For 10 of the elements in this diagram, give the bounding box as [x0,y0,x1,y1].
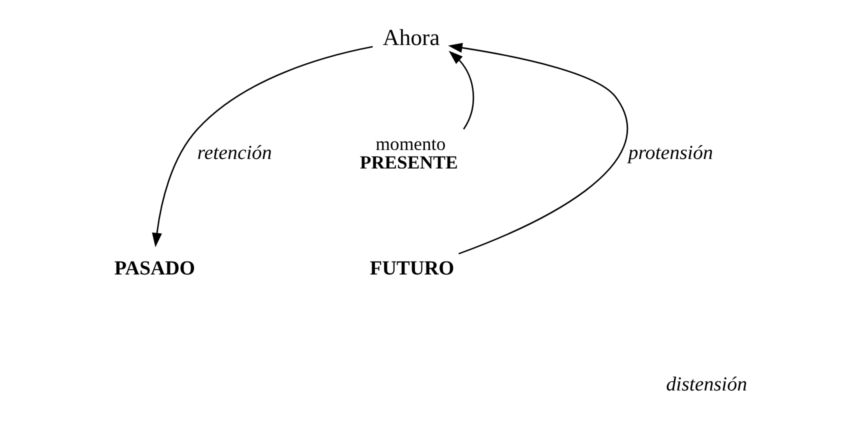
label: distensión [666,373,747,396]
arrow [152,46,372,248]
node-text: momento PRESENTE [359,134,458,174]
node-text: FUTURO [369,258,454,280]
edge-label: retención [196,142,272,164]
arrow [448,50,474,130]
node-text: Ahora [382,25,440,50]
edge-label: protensión [628,142,712,164]
arrow [448,42,628,254]
node-text: PASADO [114,258,195,280]
